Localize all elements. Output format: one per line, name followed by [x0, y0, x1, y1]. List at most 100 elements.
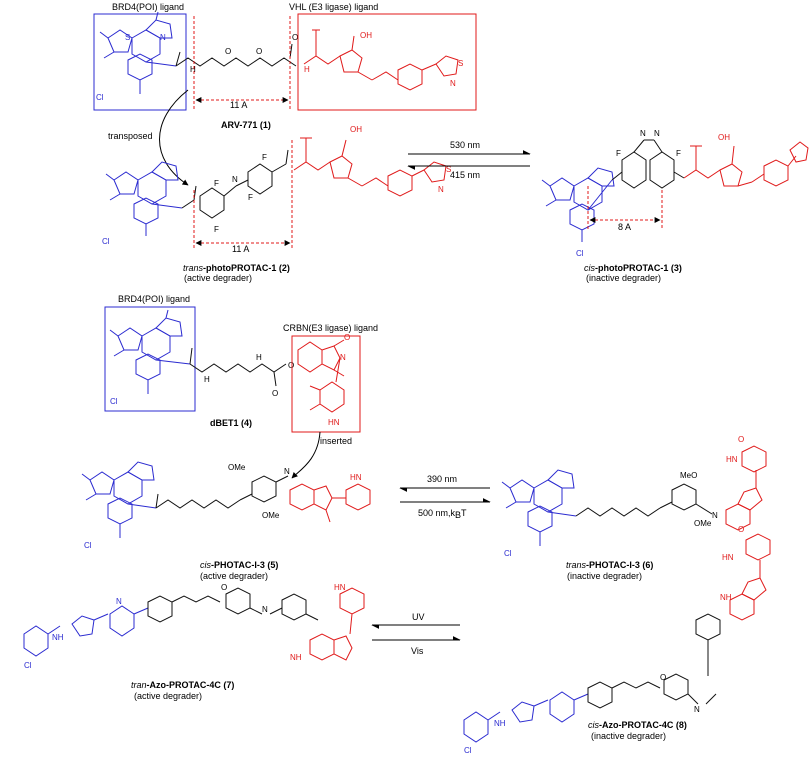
oh-atom-3: OH	[718, 133, 730, 142]
brd4-ligand-label-1: BRD4(POI) ligand	[112, 2, 184, 12]
nh-atom-3: NH	[494, 719, 506, 728]
o-atom-4: O	[272, 389, 278, 398]
s-atom-2: S	[458, 59, 463, 68]
o-atom-3: O	[292, 33, 298, 42]
f-atom-4: F	[262, 153, 267, 162]
photo-switch-arrows-3: UV Vis	[371, 612, 461, 656]
cl-atom-7: Cl	[24, 661, 32, 670]
dbet1-structure: BRD4(POI) ligand Cl H H O O CRBN(E3 liga…	[104, 294, 378, 433]
cis-azo-state: (inactive degrader)	[591, 731, 666, 741]
trans-photoprotac-caption: trans-photoPROTAC-1 (2)	[183, 263, 290, 273]
trans-photac-structure: Cl MeO OMe N O HN trans-PHOTAC-I-3 (6) (…	[501, 435, 767, 581]
meo-atom-1: MeO	[680, 471, 697, 480]
o-atom-9: O	[660, 673, 666, 682]
label-vis: Vis	[411, 646, 424, 656]
trans-photac-caption: trans-PHOTAC-I-3 (6)	[566, 560, 653, 570]
dasatinib-drawing-1	[23, 605, 149, 657]
azobenzene-linker-cis	[611, 139, 685, 189]
dist-8a: 8 A	[618, 222, 631, 232]
crbn-ligand-drawing-1	[297, 339, 345, 413]
cl-atom-6: Cl	[504, 549, 512, 558]
photo-switch-arrows-2: 390 nm 500 nm,kBT	[399, 474, 491, 520]
vhl-ligand-drawing-1	[303, 29, 459, 91]
piperazine-azo-linker-2	[587, 613, 721, 709]
f-atom-1: F	[214, 179, 219, 188]
cis-azo-protac-structure: Cl NH N O O HN NH cis-Azo-PROTAC-4C (8) …	[463, 525, 771, 755]
ome-atom-1: OMe	[228, 463, 246, 472]
transposed-arrow	[159, 89, 189, 186]
o-atom-8: O	[221, 583, 227, 592]
hn-atom-3: HN	[726, 455, 738, 464]
ome-atom-2: OMe	[262, 511, 280, 520]
f-atom-3: F	[248, 193, 253, 202]
cl-atom-3: Cl	[576, 249, 584, 258]
label-500nm: 500 nm,kBT	[418, 508, 467, 520]
tran-azo-caption: tran-Azo-PROTAC-4C (7)	[131, 680, 234, 690]
f-atom-5: F	[616, 149, 621, 158]
alkyl-linker-2	[155, 475, 289, 509]
brd4-ligand-drawing-3	[541, 167, 615, 242]
cl-atom-2: Cl	[102, 237, 110, 246]
dbet1-caption: dBET1 (4)	[210, 418, 252, 428]
n-atom-7: N	[340, 353, 346, 362]
cis-photac-state: (active degrader)	[200, 571, 268, 581]
brd4-ligand-label-2: BRD4(POI) ligand	[118, 294, 190, 304]
cl-atom-8: Cl	[464, 746, 472, 755]
tran-azo-protac-structure: Cl NH N O N HN NH tran-Azo-PROTAC-4C (7)…	[23, 583, 365, 701]
piperazine-azo-linker-1	[147, 587, 319, 623]
photo-switch-arrows-1: 530 nm 415 nm	[407, 140, 531, 180]
n-atom-1: N	[160, 33, 166, 42]
cl-atom-1: Cl	[96, 93, 104, 102]
hn-atom-1: HN	[328, 418, 340, 427]
o-atom-5: O	[288, 361, 294, 370]
hn-atom-4: HN	[334, 583, 346, 592]
brd4-ligand-drawing-1	[99, 11, 177, 94]
cl-atom-4: Cl	[110, 397, 118, 406]
dist-11a-top: 11 A	[230, 100, 247, 110]
ome-atom-3: OMe	[694, 519, 712, 528]
nh-atom-1: NH	[52, 633, 64, 642]
hn-atom-2: HN	[350, 473, 362, 482]
s-atom-1: S	[125, 33, 130, 42]
crbn-ligand-drawing-3	[725, 445, 767, 531]
f-atom-2: F	[214, 225, 219, 234]
vhl-ligand-box	[297, 13, 477, 111]
arv771-structure: BRD4(POI) ligand Cl N S H O O O VHL (E3 …	[93, 2, 477, 130]
vhl-ligand-drawing-2	[293, 137, 447, 197]
o-atom-1: O	[225, 47, 231, 56]
h-atom-1: H	[190, 65, 196, 74]
n-atom-10: N	[116, 597, 122, 606]
alkyl-linker-3	[575, 483, 713, 517]
o-atom-10: O	[738, 525, 744, 534]
peg-linker-1	[175, 43, 297, 67]
oh-atom-1: OH	[360, 31, 372, 40]
crbn-ligand-drawing-5	[729, 533, 771, 621]
h-atom-4: H	[256, 353, 262, 362]
o-atom-2: O	[256, 47, 262, 56]
crbn-ligand-box	[291, 335, 361, 433]
crbn-ligand-drawing-2	[289, 483, 371, 523]
nh-atom-2: NH	[290, 653, 302, 662]
n-atom-6: N	[654, 129, 660, 138]
n-atom-8: N	[284, 467, 290, 476]
trans-photoprotac-structure: Cl F F F F N OH S N	[102, 125, 451, 283]
label-530nm: 530 nm	[450, 140, 480, 150]
h-atom-3: H	[204, 375, 210, 384]
brd4-ligand-box-2	[104, 306, 196, 412]
o-atom-6: O	[344, 333, 350, 342]
n-atom-2: N	[450, 79, 456, 88]
vhl-ligand-drawing-3	[683, 141, 809, 187]
trans-photac-state: (inactive degrader)	[567, 571, 642, 581]
crbn-ligand-label: CRBN(E3 ligase) ligand	[283, 323, 378, 333]
cis-photoprotac-caption: cis-photoPROTAC-1 (3)	[584, 263, 682, 273]
vhl-ligand-label: VHL (E3 ligase) ligand	[289, 2, 378, 12]
arv771-caption: ARV-771 (1)	[221, 120, 271, 130]
s-atom-3: S	[446, 165, 451, 174]
label-uv: UV	[412, 612, 425, 622]
azobenzene-linker-trans	[181, 149, 289, 219]
brd4-ligand-drawing-5	[81, 461, 157, 538]
inserted-arrow	[291, 431, 321, 479]
n-atom-9: N	[712, 511, 718, 520]
alkyl-linker-1	[189, 347, 287, 387]
